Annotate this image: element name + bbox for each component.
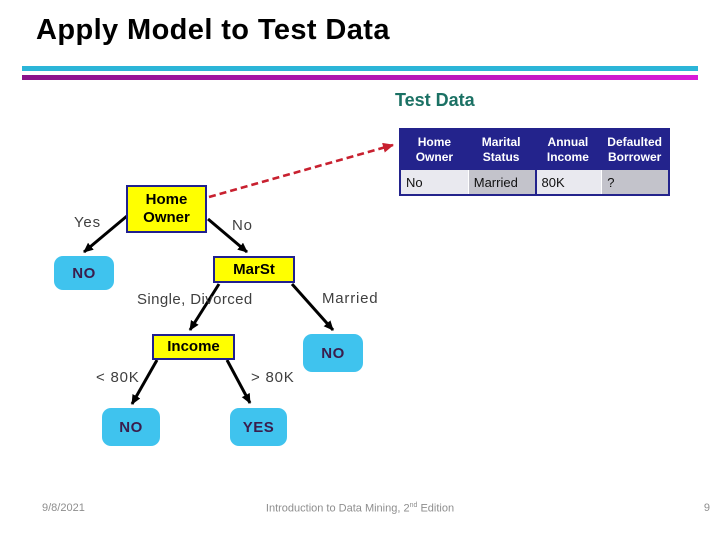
tree-leaf-yes-gt80k: YES [230, 408, 287, 446]
edge-label-no: No [232, 217, 253, 234]
footer-citation-suffix: Edition [417, 502, 455, 515]
footer-citation-text: Introduction to Data Mining, 2 [265, 502, 410, 515]
table-row: No Married 80K ? [401, 170, 668, 194]
title-divider-magenta [22, 75, 698, 80]
edge-label-yes: Yes [74, 214, 101, 231]
footer-page-number: 9 [703, 502, 710, 514]
test-data-table: Home Owner Marital Status Annual Income … [399, 128, 670, 196]
test-record-dashed-arrow [208, 142, 394, 199]
table-header-marital-status: Marital Status [481, 135, 521, 164]
footer-citation: Introduction to Data Mining, 2nd Edition [0, 502, 720, 515]
tree-leaf-no-lt80k: NO [102, 408, 160, 446]
slide-title: Apply Model to Test Data [36, 14, 390, 46]
edge-label-lt-80k: < 80K [96, 369, 140, 386]
table-cell-marital-status: Married [467, 170, 535, 194]
tree-node-income: Income [152, 334, 235, 360]
table-header-defaulted-borrower: Defaulted Borrower [607, 135, 662, 164]
edge-income-gt80k [225, 359, 252, 404]
table-header-annual-income: Annual Income [546, 135, 589, 164]
table-cell-home-owner: No [401, 170, 468, 194]
footer-date: 9/8/2021 [42, 502, 85, 514]
tree-node-home-owner: Home Owner [126, 185, 207, 233]
footer-citation-superscript: nd [409, 502, 418, 509]
title-divider-teal [22, 66, 698, 71]
table-header-row: Home Owner Marital Status Annual Income … [401, 130, 668, 170]
edge-label-single-divorced: Single, Divorced [137, 291, 253, 308]
tree-leaf-no-homeowner-yes: NO [54, 256, 114, 290]
test-data-heading: Test Data [395, 90, 475, 110]
table-header-home-owner: Home Owner [415, 135, 454, 164]
tree-leaf-no-married: NO [303, 334, 363, 372]
table-cell-defaulted-borrower: ? [601, 170, 668, 194]
table-cell-annual-income: 80K [534, 170, 602, 194]
tree-node-marst: MarSt [213, 256, 295, 283]
edge-label-gt-80k: > 80K [251, 369, 295, 386]
edge-label-married: Married [322, 290, 379, 307]
